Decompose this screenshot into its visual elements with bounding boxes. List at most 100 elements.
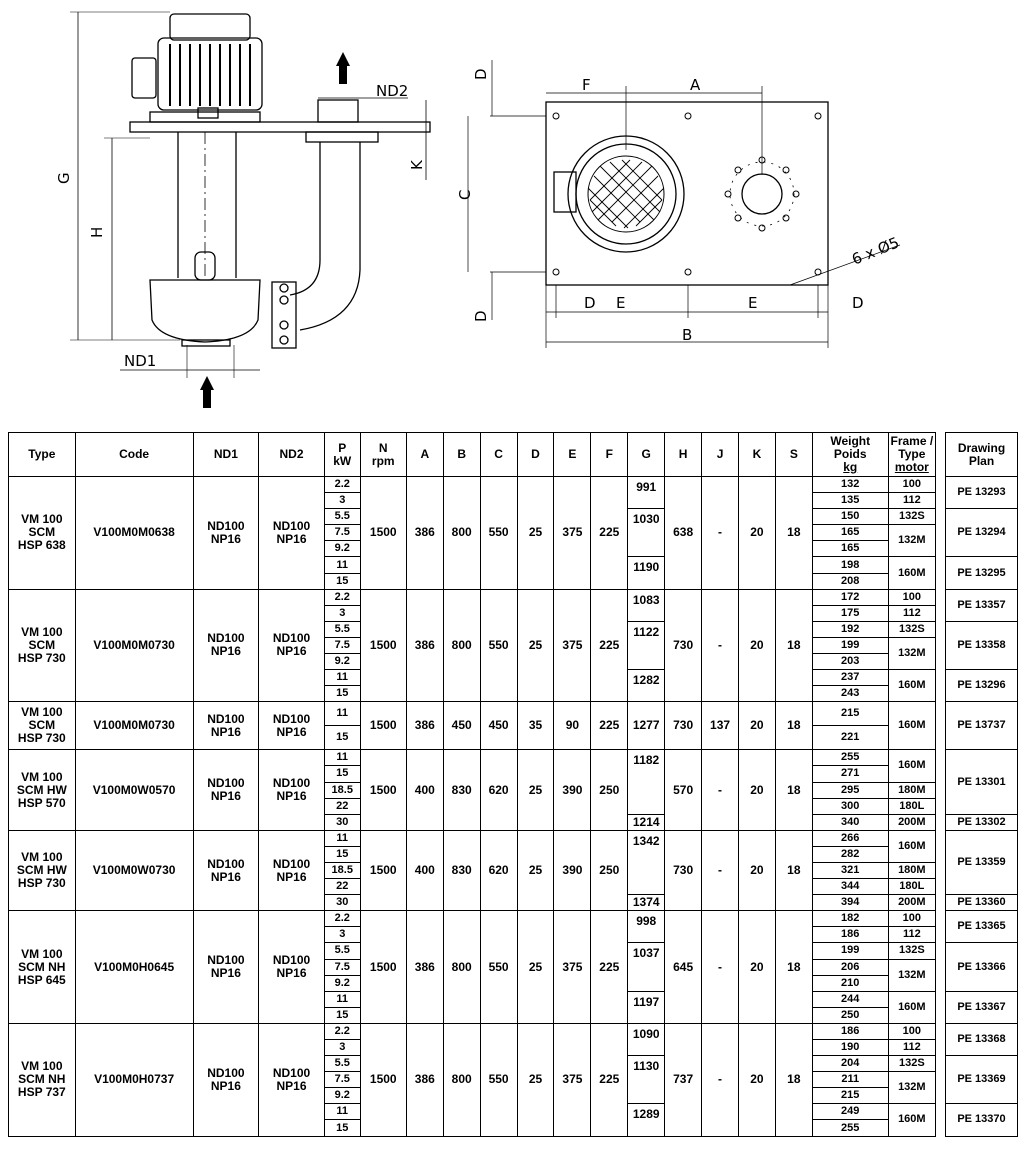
cell-power: 7.5 — [323, 958, 361, 976]
cell-j: - — [701, 476, 739, 590]
plan-row: PE 13358 — [945, 620, 1018, 671]
cell-weight: 165 — [811, 540, 889, 558]
cell-line: ND100 — [207, 776, 245, 791]
cell-line: NP16 — [210, 1078, 241, 1093]
plan-row: PE 13294 — [945, 508, 1018, 558]
cell-line: ND100 — [272, 953, 311, 968]
cell-code: V100M0W0730 — [74, 829, 194, 912]
dimension-labels-side: G H ND1 ND2 K — [55, 82, 426, 370]
header-nd2: ND2 — [258, 432, 325, 477]
header-d: D — [516, 432, 555, 477]
cell-line: HSP 638 — [17, 538, 66, 553]
cell-c: 550 — [479, 910, 518, 1024]
cell-line: HSP 730 — [17, 731, 66, 746]
top-view — [467, 60, 901, 348]
cell-g: 1190 — [627, 556, 666, 590]
cell-e: 375 — [553, 910, 592, 1024]
cell-g: 1277 — [627, 701, 666, 751]
cell-f: 225 — [590, 588, 629, 703]
cell-power: 15 — [323, 1006, 361, 1024]
cell-g: 1374 — [627, 894, 666, 912]
cell-weight: 182 — [811, 910, 889, 928]
cell-power: 9.2 — [323, 540, 361, 558]
cell-line: ND100 — [207, 953, 245, 968]
cell-line: NP16 — [276, 1078, 307, 1093]
technical-drawing: G H ND1 ND2 K — [0, 0, 1024, 420]
cell-drawing-plan: PE 13367 — [945, 990, 1018, 1024]
cell-c: 550 — [479, 476, 518, 590]
cell-e: 390 — [553, 829, 592, 912]
plan-row: PE 13301 — [945, 749, 1018, 815]
cell-frame: 200M — [887, 894, 937, 912]
cell-line: ND100 — [207, 1065, 245, 1080]
cell-power: 2.2 — [323, 910, 361, 928]
cell-drawing-plan: PE 13366 — [945, 942, 1018, 992]
cell-code: V100M0M0730 — [74, 701, 194, 751]
cell-weight: 282 — [811, 845, 889, 863]
cell-a: 386 — [405, 1022, 444, 1137]
cell-power: 5.5 — [323, 1055, 361, 1073]
cell-drawing-plan: PE 13301 — [945, 749, 1018, 815]
cell-k: 20 — [737, 829, 776, 912]
cell-drawing-plan: PE 13293 — [945, 475, 1018, 510]
svg-text:A: A — [690, 76, 701, 94]
cell-d: 25 — [516, 829, 555, 912]
cell-weight: 208 — [811, 572, 889, 590]
cell-weight: 249 — [811, 1103, 889, 1121]
cell-frame: 160M — [887, 990, 937, 1024]
cell-line: VM 100 — [21, 1059, 63, 1074]
cell-line: HSP 730 — [17, 876, 66, 891]
cell-h: 730 — [664, 588, 703, 703]
plan-row: PE 13369 — [945, 1055, 1018, 1105]
cell-j: - — [701, 749, 739, 831]
cell-code: V100M0H0737 — [74, 1022, 194, 1137]
cell-h: 730 — [664, 829, 703, 912]
cell-a: 400 — [405, 829, 444, 912]
cell-drawing-plan: PE 13365 — [945, 910, 1018, 944]
cell-power: 15 — [323, 572, 361, 590]
cell-g: 1083 — [627, 588, 666, 622]
cell-b: 830 — [442, 749, 481, 831]
plan-row: PE 13360 — [945, 894, 1018, 912]
cell-power: 30 — [323, 894, 361, 912]
header-g: G — [627, 432, 666, 477]
cell-speed: 1500 — [359, 701, 407, 751]
svg-text:D: D — [584, 294, 596, 312]
cell-weight: 215 — [811, 1087, 889, 1105]
cell-b: 450 — [442, 701, 481, 751]
cell-weight: 255 — [811, 749, 889, 767]
cell-d: 25 — [516, 1022, 555, 1137]
cell-weight: 271 — [811, 765, 889, 783]
plan-row: PE 13302 — [945, 813, 1018, 831]
cell-frame: 112 — [887, 604, 937, 622]
cell-weight: 135 — [811, 492, 889, 510]
plan-row: PE 13296 — [945, 669, 1018, 703]
cell-line: HSP 645 — [17, 972, 66, 987]
cell-power: 15 — [323, 845, 361, 863]
cell-frame: 200M — [887, 813, 937, 831]
cell-drawing-plan: PE 13737 — [945, 701, 1018, 751]
cell-power: 11 — [323, 749, 361, 767]
cell-g: 1090 — [627, 1022, 666, 1057]
cell-s: 18 — [774, 829, 813, 912]
cell-power: 7.5 — [323, 524, 361, 542]
cell-d: 25 — [516, 910, 555, 1024]
cell-power: 11 — [323, 990, 361, 1008]
cell-frame: 112 — [887, 926, 937, 944]
cell-weight: 394 — [811, 894, 889, 912]
cell-g: 991 — [627, 475, 666, 510]
